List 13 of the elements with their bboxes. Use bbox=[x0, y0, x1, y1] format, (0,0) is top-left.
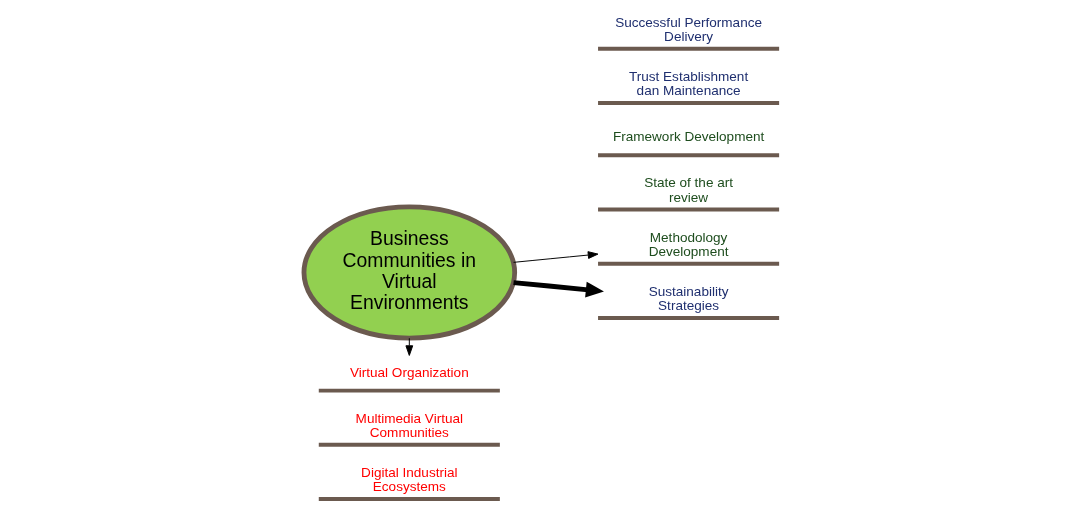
node-ellipse: Business Communities in Virtual Environments bbox=[301, 204, 518, 341]
node-text: Digital Industrial Ecosystems bbox=[361, 464, 458, 495]
node-text: Sustainability Strategies bbox=[648, 283, 729, 314]
node-text: Multimedia Virtual Communities bbox=[355, 410, 464, 441]
node-text: Framework Development bbox=[612, 129, 765, 145]
node-text: Trust Establishment dan Maintenance bbox=[628, 68, 749, 99]
node-text: State of the art review bbox=[644, 175, 734, 205]
arrow bbox=[513, 251, 599, 263]
arrow bbox=[405, 337, 414, 356]
node-text: Virtual Organization bbox=[349, 364, 469, 380]
node-text: Methodology Development bbox=[648, 229, 729, 260]
arrow bbox=[513, 280, 604, 298]
node-text: Successful Performance Delivery bbox=[615, 14, 762, 45]
